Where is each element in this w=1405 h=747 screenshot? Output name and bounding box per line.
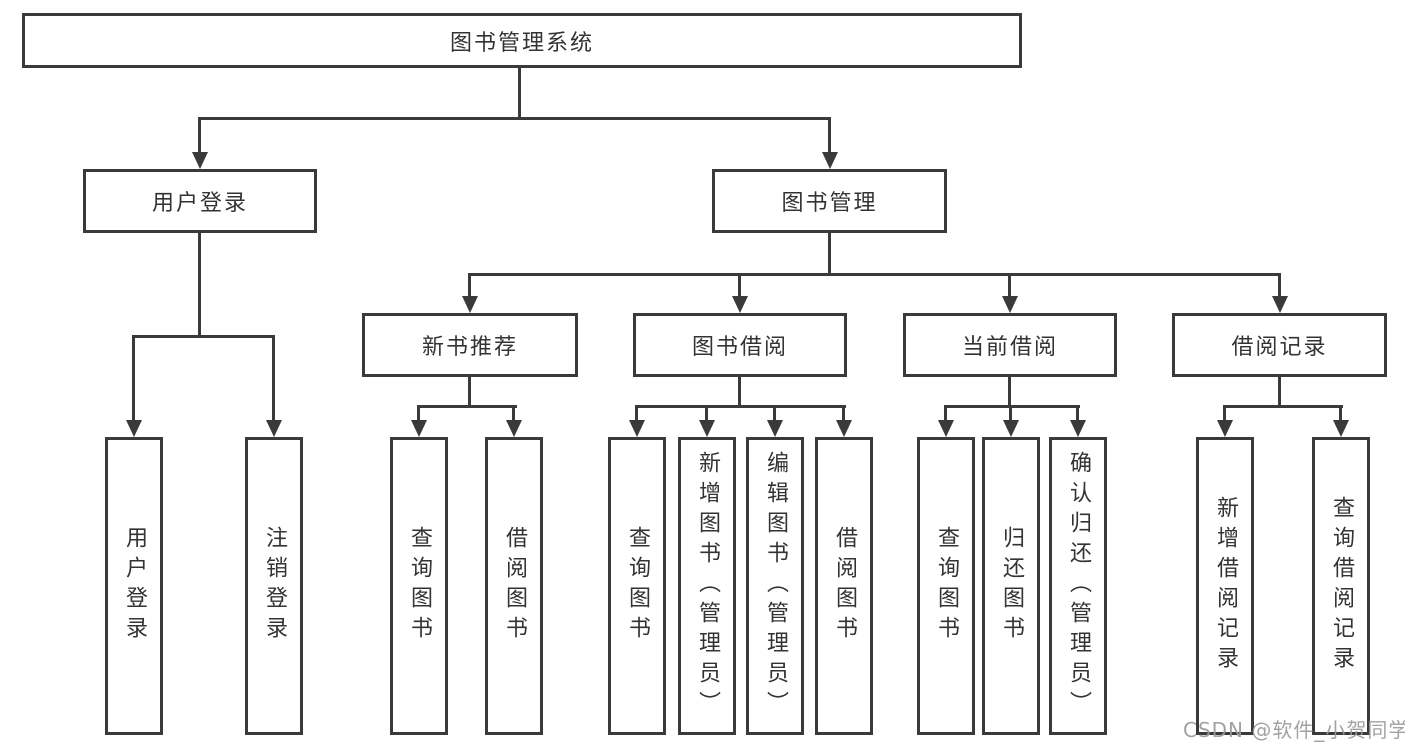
connector-line bbox=[1076, 405, 1079, 422]
node-root: 图书管理系统 bbox=[22, 13, 1022, 68]
leaf-return-books-label: 归还图书 bbox=[999, 526, 1024, 646]
leaf-borrow-books-label: 借阅图书 bbox=[832, 526, 857, 646]
leaf-add-borrow-record: 新增借阅记录 bbox=[1196, 437, 1254, 735]
connector-line bbox=[635, 405, 638, 422]
leaf-query-books-current: 查询图书 bbox=[917, 437, 975, 735]
arrowhead bbox=[126, 420, 142, 437]
leaf-return-books: 归还图书 bbox=[982, 437, 1040, 735]
connector-line bbox=[1223, 405, 1343, 408]
leaf-query-books-current-label: 查询图书 bbox=[934, 526, 959, 646]
connector-line bbox=[512, 405, 515, 422]
connector-line bbox=[773, 405, 776, 422]
arrowhead bbox=[938, 420, 954, 437]
connector-line bbox=[468, 273, 471, 298]
connector-line bbox=[417, 405, 517, 408]
connector-line bbox=[198, 117, 201, 154]
arrowhead bbox=[1070, 420, 1086, 437]
connector-line bbox=[468, 273, 1281, 276]
arrowhead bbox=[1333, 420, 1349, 437]
arrowhead bbox=[411, 420, 427, 437]
connector-line bbox=[944, 405, 1080, 408]
leaf-logout-label: 注销登录 bbox=[262, 526, 287, 646]
leaf-confirm-return-admin-label: 确认归还（管理员） bbox=[1066, 451, 1091, 721]
node-borrow-records-label: 借阅记录 bbox=[1231, 335, 1328, 360]
leaf-user-login-label: 用户登录 bbox=[122, 526, 147, 646]
leaf-borrow-books-recommend-label: 借阅图书 bbox=[502, 526, 527, 646]
connector-line bbox=[828, 117, 831, 154]
leaf-query-books-recommend-label: 查询图书 bbox=[407, 526, 432, 646]
leaf-edit-books-admin: 编辑图书（管理员） bbox=[746, 437, 804, 735]
arrowhead bbox=[836, 420, 852, 437]
connector-line bbox=[518, 68, 521, 120]
leaf-query-borrow-record: 查询借阅记录 bbox=[1312, 437, 1370, 735]
csdn-watermark: CSDN @软件_小贺同学 bbox=[1183, 718, 1405, 742]
connector-line bbox=[1008, 377, 1011, 408]
arrowhead bbox=[462, 296, 478, 313]
arrowhead bbox=[1272, 296, 1288, 313]
leaf-borrow-books-recommend: 借阅图书 bbox=[485, 437, 543, 735]
connector-line bbox=[738, 377, 741, 408]
connector-line bbox=[1278, 273, 1281, 298]
arrowhead bbox=[822, 152, 838, 169]
node-book-borrow: 图书借阅 bbox=[633, 313, 847, 377]
connector-line bbox=[1223, 405, 1226, 422]
connector-line bbox=[635, 405, 846, 408]
leaf-borrow-books: 借阅图书 bbox=[815, 437, 873, 735]
node-book-management-label: 图书管理 bbox=[781, 191, 878, 216]
node-user-login: 用户登录 bbox=[83, 169, 317, 233]
arrowhead bbox=[699, 420, 715, 437]
leaf-query-books-borrow: 查询图书 bbox=[608, 437, 666, 735]
connector-line bbox=[1339, 405, 1342, 422]
leaf-query-books-recommend: 查询图书 bbox=[390, 437, 448, 735]
connector-line bbox=[468, 377, 471, 408]
node-new-book-recommend-label: 新书推荐 bbox=[421, 335, 518, 360]
connector-line bbox=[132, 335, 135, 422]
connector-line bbox=[705, 405, 708, 422]
node-book-management: 图书管理 bbox=[712, 169, 947, 233]
connector-line bbox=[272, 335, 275, 422]
connector-line bbox=[1278, 377, 1281, 408]
connector-line bbox=[132, 335, 274, 338]
connector-line bbox=[1009, 405, 1012, 422]
connector-line bbox=[738, 273, 741, 298]
leaf-user-login: 用户登录 bbox=[105, 437, 163, 735]
leaf-query-borrow-record-label: 查询借阅记录 bbox=[1329, 496, 1354, 676]
leaf-add-books-admin: 新增图书（管理员） bbox=[678, 437, 736, 735]
arrowhead bbox=[1217, 420, 1233, 437]
arrowhead bbox=[1003, 420, 1019, 437]
leaf-confirm-return-admin: 确认归还（管理员） bbox=[1049, 437, 1107, 735]
connector-line bbox=[198, 233, 201, 338]
node-new-book-recommend: 新书推荐 bbox=[362, 313, 578, 377]
node-user-login-label: 用户登录 bbox=[151, 191, 248, 216]
connector-line bbox=[1008, 273, 1011, 298]
connector-line bbox=[417, 405, 420, 422]
connector-line bbox=[198, 117, 831, 120]
node-current-borrow: 当前借阅 bbox=[903, 313, 1117, 377]
node-borrow-records: 借阅记录 bbox=[1172, 313, 1387, 377]
node-root-label: 图书管理系统 bbox=[449, 30, 594, 56]
arrowhead bbox=[1002, 296, 1018, 313]
connector-line bbox=[842, 405, 845, 422]
leaf-add-borrow-record-label: 新增借阅记录 bbox=[1213, 496, 1238, 676]
connector-line bbox=[828, 233, 831, 276]
arrowhead bbox=[767, 420, 783, 437]
arrowhead bbox=[732, 296, 748, 313]
leaf-query-books-borrow-label: 查询图书 bbox=[625, 526, 650, 646]
arrowhead bbox=[629, 420, 645, 437]
arrowhead bbox=[266, 420, 282, 437]
leaf-edit-books-admin-label: 编辑图书（管理员） bbox=[763, 451, 788, 721]
arrowhead bbox=[506, 420, 522, 437]
node-book-borrow-label: 图书借阅 bbox=[691, 335, 788, 360]
arrowhead bbox=[192, 152, 208, 169]
leaf-logout: 注销登录 bbox=[245, 437, 303, 735]
leaf-add-books-admin-label: 新增图书（管理员） bbox=[695, 451, 720, 721]
node-current-borrow-label: 当前借阅 bbox=[961, 335, 1058, 360]
connector-line bbox=[944, 405, 947, 422]
